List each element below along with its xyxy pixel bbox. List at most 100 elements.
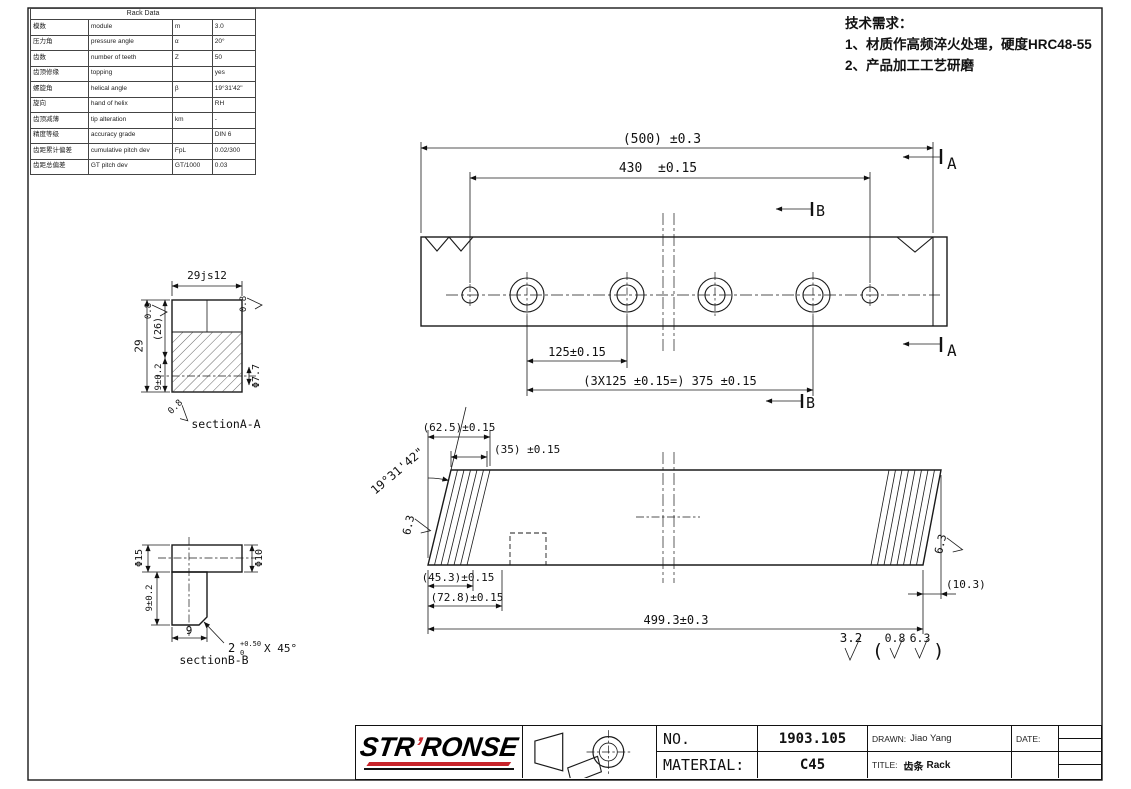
dim-72-8-label: (72.8)±0.15 (431, 591, 504, 604)
dim-26-label: (26) (153, 317, 164, 341)
svg-text:0.8: 0.8 (144, 303, 154, 319)
front-view: 19°31'42" 6.3 6.3 (62.5)±0.15 (368, 406, 986, 634)
row-cn: 齿顶减薄 (30, 112, 89, 129)
sheet-border (27, 7, 1103, 781)
rack-table-title: Rack Data (30, 8, 256, 20)
row-cn: 精度等级 (30, 127, 89, 144)
dim-72-8: (72.8)±0.15 (427, 570, 504, 611)
revision-row-line (1059, 752, 1101, 765)
material-label-cell: MATERIAL: (656, 752, 757, 778)
finish-0-8-topleft: 0.8 (144, 303, 168, 319)
dia-15-label: Φ15 (134, 549, 145, 567)
dim-10-3-label: (10.3) (946, 578, 986, 591)
logo-cell: STR’RONSE (356, 726, 522, 778)
dim-9-label: 9 (186, 624, 193, 637)
section-b-label-bottom: B (806, 394, 815, 412)
dim-375-label: (3X125 ±0.15=) 375 ±0.15 (583, 374, 756, 388)
section-a-label-top: A (947, 154, 957, 173)
row-sym: m (171, 19, 213, 36)
logo-underline-red (366, 762, 512, 766)
dim-499-3: 499.3±0.3 (427, 570, 924, 634)
dim-35: (35) ±0.15 (450, 443, 560, 467)
table-row: 精度等级 accuracy grade DIN 6 (30, 127, 257, 144)
table-row: 压力角 pressure angle α 20° (30, 34, 257, 51)
finish-6-3-left: 6.3 (400, 514, 432, 536)
row-en: GT pitch dev (87, 158, 173, 175)
row-val: 3.0 (211, 19, 257, 36)
dim-9-tol-a: 9±0.2 (154, 357, 168, 393)
finish-v2: 6.3 (910, 631, 931, 645)
dim-10-3: (10.3) (908, 475, 986, 599)
rack-data-table: Rack Data 模数 module m 3.0 压力角 pressure a… (30, 8, 257, 175)
material-label: MATERIAL: (663, 756, 745, 774)
revision-cell-bottom (1058, 752, 1101, 778)
company-logo: STR’RONSE (356, 732, 522, 770)
row-en: module (87, 19, 173, 36)
hole-counterbore-4 (795, 272, 831, 318)
row-sym: FpL (171, 143, 213, 160)
tech-req-line-1: 1、材质作高频淬火处理，硬度HRC48-55 (845, 36, 1092, 52)
table-row: 齿顶修缘 topping yes (30, 65, 257, 82)
finish-0-8-topright: 0.8 (239, 296, 263, 312)
dim-125-label: 125±0.15 (548, 345, 606, 359)
row-en: accuracy grade (87, 127, 173, 144)
dim-dia-7-7: Φ7.7 (246, 364, 262, 388)
title-value-cn: 齿条 (903, 761, 924, 773)
first-angle-projection-icon (534, 730, 631, 778)
hole-counterbore-2 (609, 272, 645, 318)
row-en: tip alteration (87, 112, 173, 129)
chamfer-suffix: X 45° (264, 642, 297, 655)
section-aa-caption: sectionA-A (191, 417, 260, 431)
hole-small-right (861, 284, 879, 306)
finish-paren-close: ) (933, 640, 944, 662)
right-tooth-lines (870, 469, 935, 566)
row-sym: GT/1000 (171, 158, 213, 175)
row-val: DIN 6 (211, 127, 257, 144)
title-block: STR’RONSE NO. 1903.105 MA (355, 725, 1102, 780)
table-row: 模数 module m 3.0 (30, 19, 257, 36)
row-sym: α (171, 34, 213, 51)
dim-45-3-label: (45.3)±0.15 (422, 571, 495, 584)
material-value: C45 (799, 757, 826, 773)
date-cell-bottom (1011, 752, 1058, 778)
svg-text:0.8: 0.8 (239, 296, 249, 312)
row-sym (171, 65, 213, 82)
row-sym: Z (171, 50, 213, 67)
section-aa-view: 29js12 29 (26) 9±0.2 (133, 269, 263, 431)
technical-requirements: 技术需求： 1、材质作高频淬火处理，硬度HRC48-55 2、产品加工工艺研磨 (845, 14, 1092, 77)
dim-29js12: 29js12 (171, 269, 243, 296)
chamfer-base: 2 (228, 641, 235, 655)
drawn-cell: DRAWN: Jiao Yang (867, 726, 1011, 752)
date-label: DATE: (1016, 733, 1041, 744)
finish-6-3-right: 6.3 (932, 533, 964, 555)
row-sym (171, 96, 213, 113)
section-b-label-top: B (816, 202, 825, 220)
row-en: hand of helix (87, 96, 173, 113)
section-arrow-a-top: A (902, 149, 957, 173)
chamfer-sub: 0 (240, 649, 244, 657)
row-val: 0.02/300 (211, 143, 257, 160)
no-value-cell: 1903.105 (757, 726, 867, 752)
dim-35-label: (35) ±0.15 (494, 443, 560, 456)
row-en: number of teeth (87, 50, 173, 67)
revision-cell-top (1058, 726, 1101, 752)
row-val: - (211, 112, 257, 129)
dim-375: (3X125 ±0.15=) 375 ±0.15 (526, 316, 814, 396)
finish-0-8-bottom: 0.8 (166, 398, 189, 422)
row-val: RH (211, 96, 257, 113)
row-cn: 模数 (30, 19, 89, 36)
dim-29: 29 (133, 299, 170, 393)
section-bb-caption: sectionB-B (179, 653, 248, 667)
dim-62-5: (62.5)±0.15 (423, 421, 495, 466)
section-bb-view: Φ10 Φ15 9±0.2 9 2 (134, 537, 297, 667)
row-val: yes (211, 65, 257, 82)
hidden-notch (509, 532, 547, 565)
table-row: 齿距累计偏差 cumulative pitch dev FpL 0.02/300 (30, 143, 257, 160)
dim-430: 430 ±0.15 (469, 161, 871, 283)
table-row: 旋向 hand of helix RH (30, 96, 257, 113)
table-row: 齿顶减薄 tip alteration km - (30, 112, 257, 129)
row-cn: 旋向 (30, 96, 89, 113)
dim-9: 9 (171, 624, 208, 642)
hole-counterbore-1 (509, 272, 545, 318)
